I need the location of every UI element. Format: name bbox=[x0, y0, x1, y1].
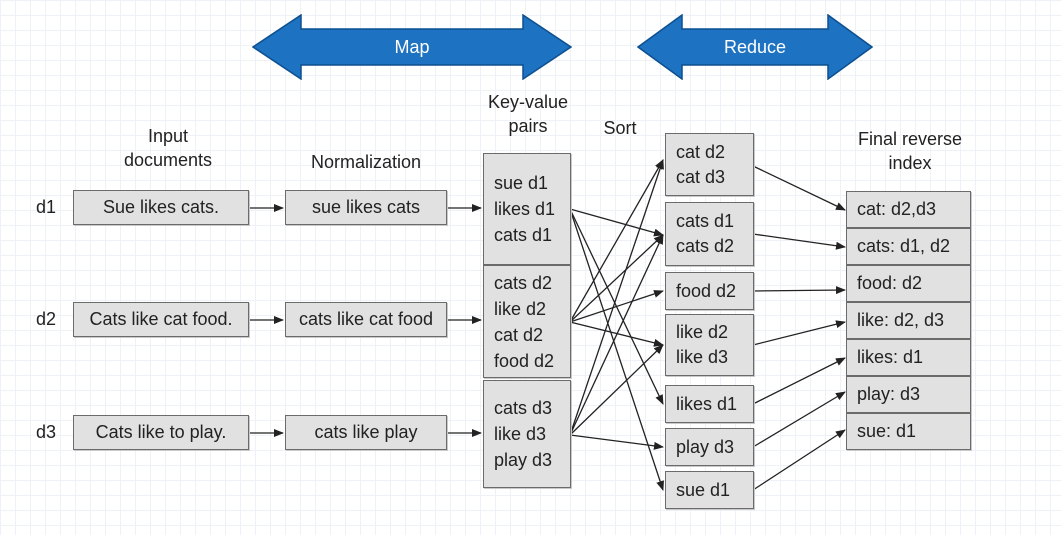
pair-item: cats d3 bbox=[494, 398, 553, 418]
reduce-phase-arrow: Reduce bbox=[637, 14, 873, 80]
double-arrow-icon bbox=[637, 14, 873, 80]
input-doc-d1: Sue likes cats. bbox=[73, 190, 249, 225]
heading-line: Key-value bbox=[487, 92, 569, 112]
sorted-group-cat: cat d2 cat d3 bbox=[665, 133, 754, 196]
reduce-like bbox=[752, 320, 846, 346]
heading-normalization: Normalization bbox=[310, 152, 422, 172]
input-doc-d2: Cats like cat food. bbox=[73, 302, 249, 337]
shuffle-cat-d3 bbox=[569, 159, 664, 436]
sorted-group-likes: likes d1 bbox=[665, 385, 754, 423]
double-arrow-icon bbox=[252, 14, 572, 80]
normalized-doc-d1: sue likes cats bbox=[285, 190, 447, 225]
sorted-item: cats d2 bbox=[676, 236, 735, 256]
sorted-item: cats d1 bbox=[676, 211, 735, 231]
normalized-doc-d2: cats like cat food bbox=[285, 302, 447, 337]
shuffle-food-d2 bbox=[569, 290, 664, 323]
sorted-item: like d2 bbox=[676, 322, 729, 342]
sorted-group-like: like d2 like d3 bbox=[665, 314, 754, 376]
reduce-cats bbox=[752, 233, 846, 250]
heading-final-index: Final reverse index bbox=[840, 127, 980, 175]
pair-item: food d2 bbox=[494, 350, 555, 371]
reduce-food bbox=[752, 286, 846, 295]
index-entry-play: play: d3 bbox=[846, 376, 971, 413]
reduce-label: Reduce bbox=[723, 36, 787, 57]
sorted-group-sue: sue d1 bbox=[665, 471, 754, 509]
input-doc-d3: Cats like to play. bbox=[73, 415, 249, 450]
index-entry-likes: likes: d1 bbox=[846, 339, 971, 376]
heading-line: Final reverse bbox=[857, 129, 963, 149]
pair-item: likes d1 bbox=[494, 199, 556, 219]
pairs-d1: sue d1 likes d1 cats d1 bbox=[483, 153, 571, 265]
pairs-d3: cats d3 like d3 play d3 bbox=[483, 380, 571, 488]
pairs-d2: cats d2 like d2 cat d2 food d2 bbox=[483, 265, 571, 378]
doc-label-d3: d3 bbox=[36, 422, 57, 442]
pair-item: sue d1 bbox=[494, 173, 549, 193]
pair-item: like d2 bbox=[494, 298, 547, 319]
heading-sort: Sort bbox=[603, 118, 637, 138]
sorted-group-play: play d3 bbox=[665, 428, 754, 466]
normalized-doc-d3: cats like play bbox=[285, 415, 447, 450]
sorted-group-food: food d2 bbox=[665, 272, 754, 310]
shuffle-play-d3 bbox=[569, 434, 664, 450]
index-entry-like: like: d2, d3 bbox=[846, 302, 971, 339]
sorted-group-cats: cats d1 cats d2 bbox=[665, 202, 754, 266]
reduce-sue bbox=[752, 429, 846, 491]
index-entry-cat: cat: d2,d3 bbox=[846, 191, 971, 228]
reduce-play bbox=[752, 391, 846, 448]
sorted-item: cat d3 bbox=[676, 166, 726, 187]
pair-item: play d3 bbox=[494, 450, 553, 470]
map-phase-arrow: Map bbox=[252, 14, 572, 80]
heading-input-documents: Input documents bbox=[98, 124, 238, 172]
reduce-likes bbox=[752, 357, 846, 405]
doc-label-d1: d1 bbox=[36, 197, 57, 217]
shuffle-sue-d1 bbox=[569, 208, 664, 491]
index-entry-food: food: d2 bbox=[846, 265, 971, 302]
doc-label-d2: d2 bbox=[36, 309, 57, 329]
pair-item: like d3 bbox=[494, 424, 547, 444]
pair-item: cats d1 bbox=[494, 225, 553, 245]
heading-line: Input bbox=[147, 126, 189, 146]
shuffle-cats-d2 bbox=[569, 234, 664, 323]
index-entry-cats: cats: d1, d2 bbox=[846, 228, 971, 265]
shuffle-cats-d3 bbox=[569, 234, 664, 436]
shuffle-cats-d1 bbox=[569, 208, 664, 237]
shuffle-cat-d2 bbox=[569, 159, 664, 323]
reduce-cat bbox=[752, 165, 846, 211]
heading-line: pairs bbox=[508, 116, 548, 136]
shuffle-like-d3 bbox=[569, 344, 664, 436]
sorted-item: like d3 bbox=[676, 347, 729, 367]
index-entry-sue: sue: d1 bbox=[846, 413, 971, 450]
sorted-item: cat d2 bbox=[676, 141, 726, 162]
map-label: Map bbox=[394, 36, 430, 57]
heading-key-value-pairs: Key-value pairs bbox=[468, 90, 588, 138]
pair-item: cat d2 bbox=[494, 324, 544, 345]
heading-line: documents bbox=[123, 150, 213, 170]
pair-item: cats d2 bbox=[494, 272, 553, 293]
heading-line: index bbox=[888, 153, 932, 173]
